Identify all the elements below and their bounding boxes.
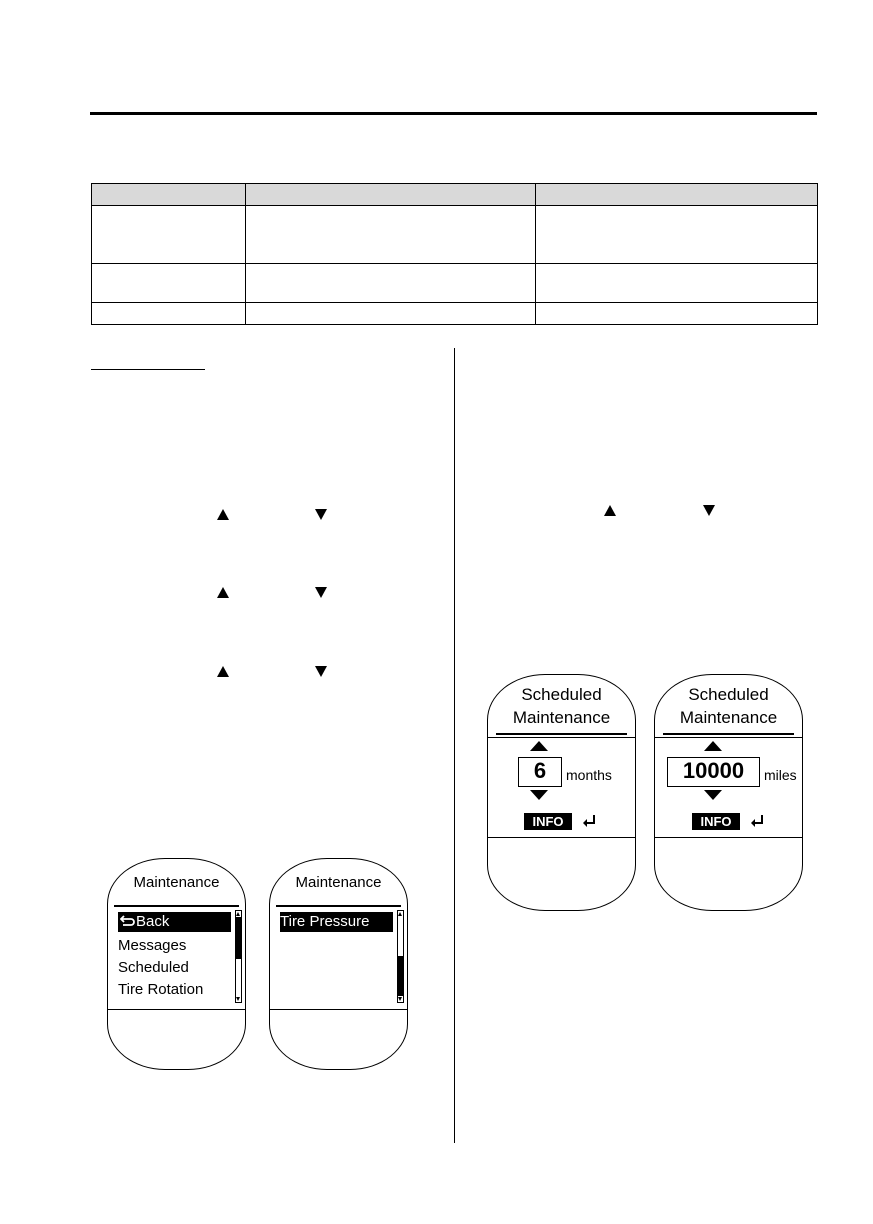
top-rule — [90, 112, 817, 115]
menu-item-messages[interactable]: Messages — [118, 937, 187, 954]
down-triangle-icon[interactable] — [704, 790, 722, 800]
column-divider — [454, 348, 455, 1143]
down-triangle-icon[interactable] — [530, 790, 548, 800]
table-row — [91, 205, 818, 264]
enter-arrow-icon — [583, 815, 595, 827]
scrollbar[interactable] — [397, 910, 404, 1003]
unit-label: months — [566, 767, 612, 783]
display-title-line2: Maintenance — [679, 708, 778, 727]
return-arrow-icon — [119, 915, 135, 926]
down-triangle-icon — [315, 509, 327, 520]
display-title: Maintenance — [133, 874, 220, 891]
up-triangle-icon — [217, 509, 229, 520]
down-triangle-icon — [315, 587, 327, 598]
up-triangle-icon — [217, 587, 229, 598]
up-triangle-icon — [217, 666, 229, 677]
display-title-line1: Scheduled — [688, 685, 769, 704]
up-triangle-icon[interactable] — [704, 741, 722, 751]
down-triangle-icon — [315, 666, 327, 677]
menu-item-back[interactable]: Back — [118, 912, 231, 932]
settings-table — [91, 183, 818, 325]
menu-item-tire-pressure[interactable]: Tire Pressure — [280, 912, 393, 932]
scrollbar[interactable] — [235, 910, 242, 1003]
table-row — [91, 302, 818, 325]
info-button[interactable]: INFO — [524, 813, 572, 830]
chevron-down-icon — [398, 997, 402, 1001]
menu-item-tire-rotation[interactable]: Tire Rotation — [118, 981, 204, 998]
display-title-line2: Maintenance — [512, 708, 611, 727]
maintenance-display-menu: Maintenance Back Messages Scheduled Tire… — [107, 858, 246, 1070]
scheduled-maintenance-miles-display: Scheduled Maintenance 10000 miles INFO — [654, 674, 803, 911]
down-triangle-icon — [703, 505, 715, 516]
table-row — [91, 263, 818, 303]
up-triangle-icon[interactable] — [530, 741, 548, 751]
maintenance-display-tire-pressure: Maintenance Tire Pressure — [269, 858, 408, 1070]
unit-label: miles — [764, 767, 797, 783]
miles-value[interactable]: 10000 — [667, 757, 760, 787]
display-title-line1: Scheduled — [521, 685, 602, 704]
months-value[interactable]: 6 — [518, 757, 562, 787]
info-button[interactable]: INFO — [692, 813, 740, 830]
table-header-row — [91, 183, 818, 206]
up-triangle-icon — [604, 505, 616, 516]
scheduled-maintenance-months-display: Scheduled Maintenance 6 months INFO — [487, 674, 636, 911]
display-title: Maintenance — [295, 874, 382, 891]
chevron-up-icon — [398, 912, 402, 916]
scroll-thumb[interactable] — [398, 956, 403, 996]
chevron-down-icon — [236, 997, 240, 1001]
enter-arrow-icon — [751, 815, 763, 827]
scroll-thumb[interactable] — [236, 917, 241, 959]
chevron-up-icon — [236, 912, 240, 916]
section-heading-underline — [91, 369, 205, 370]
menu-item-scheduled[interactable]: Scheduled — [118, 959, 189, 976]
